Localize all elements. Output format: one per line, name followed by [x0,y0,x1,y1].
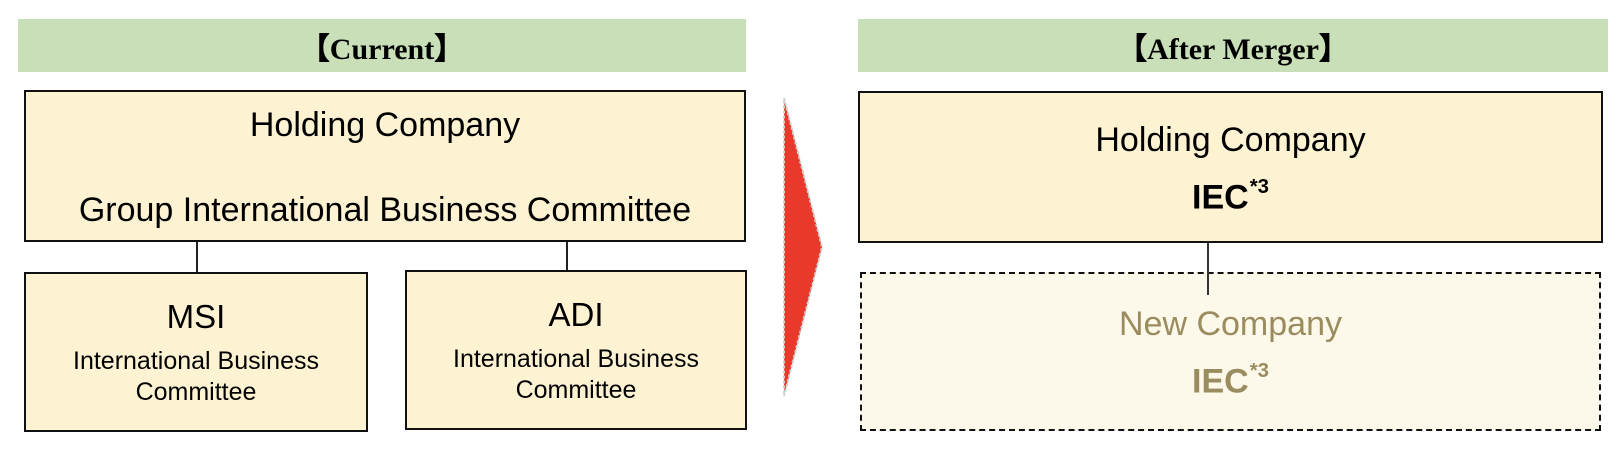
adi-box: ADI International Business Committee [405,270,747,430]
connector-holding-to-adi [566,242,568,270]
new-company-iec-text: IEC [1192,362,1249,401]
msi-committee-line2: Committee [135,378,257,407]
connector-holding-to-new-company [1207,243,1209,295]
group-international-business-committee: Group International Business Committee [78,190,692,229]
adi-committee-line1: International Business [453,344,699,373]
current-header-label: 【Current】 [299,32,465,66]
msi-title: MSI [166,298,226,335]
after-merger-header: 【After Merger】 [858,19,1608,72]
current-header: 【Current】 [18,19,746,72]
new-company-title: New Company [1119,305,1342,344]
new-company-iec-footnote: *3 [1249,360,1269,383]
current-holding-company-title: Holding Company [249,106,521,144]
after-holding-company-title: Holding Company [1095,120,1366,159]
current-holding-company-box: Holding Company Group International Busi… [24,90,746,242]
holding-iec-footnote: *3 [1249,175,1269,198]
holding-iec-label: IEC*3 [1192,176,1269,217]
after-merger-header-label: 【After Merger】 [1117,32,1349,66]
new-company-box: New Company IEC*3 [860,272,1601,431]
right-triangle-arrow-icon [782,96,824,398]
holding-iec-text: IEC [1192,178,1249,217]
after-holding-company-box: Holding Company IEC*3 [858,91,1603,243]
new-company-iec-label: IEC*3 [1192,360,1269,401]
connector-holding-to-msi [196,242,198,272]
msi-committee-line1: International Business [73,346,319,375]
adi-committee-line2: Committee [515,376,637,405]
adi-title: ADI [548,296,604,333]
msi-box: MSI International Business Committee [24,272,368,432]
